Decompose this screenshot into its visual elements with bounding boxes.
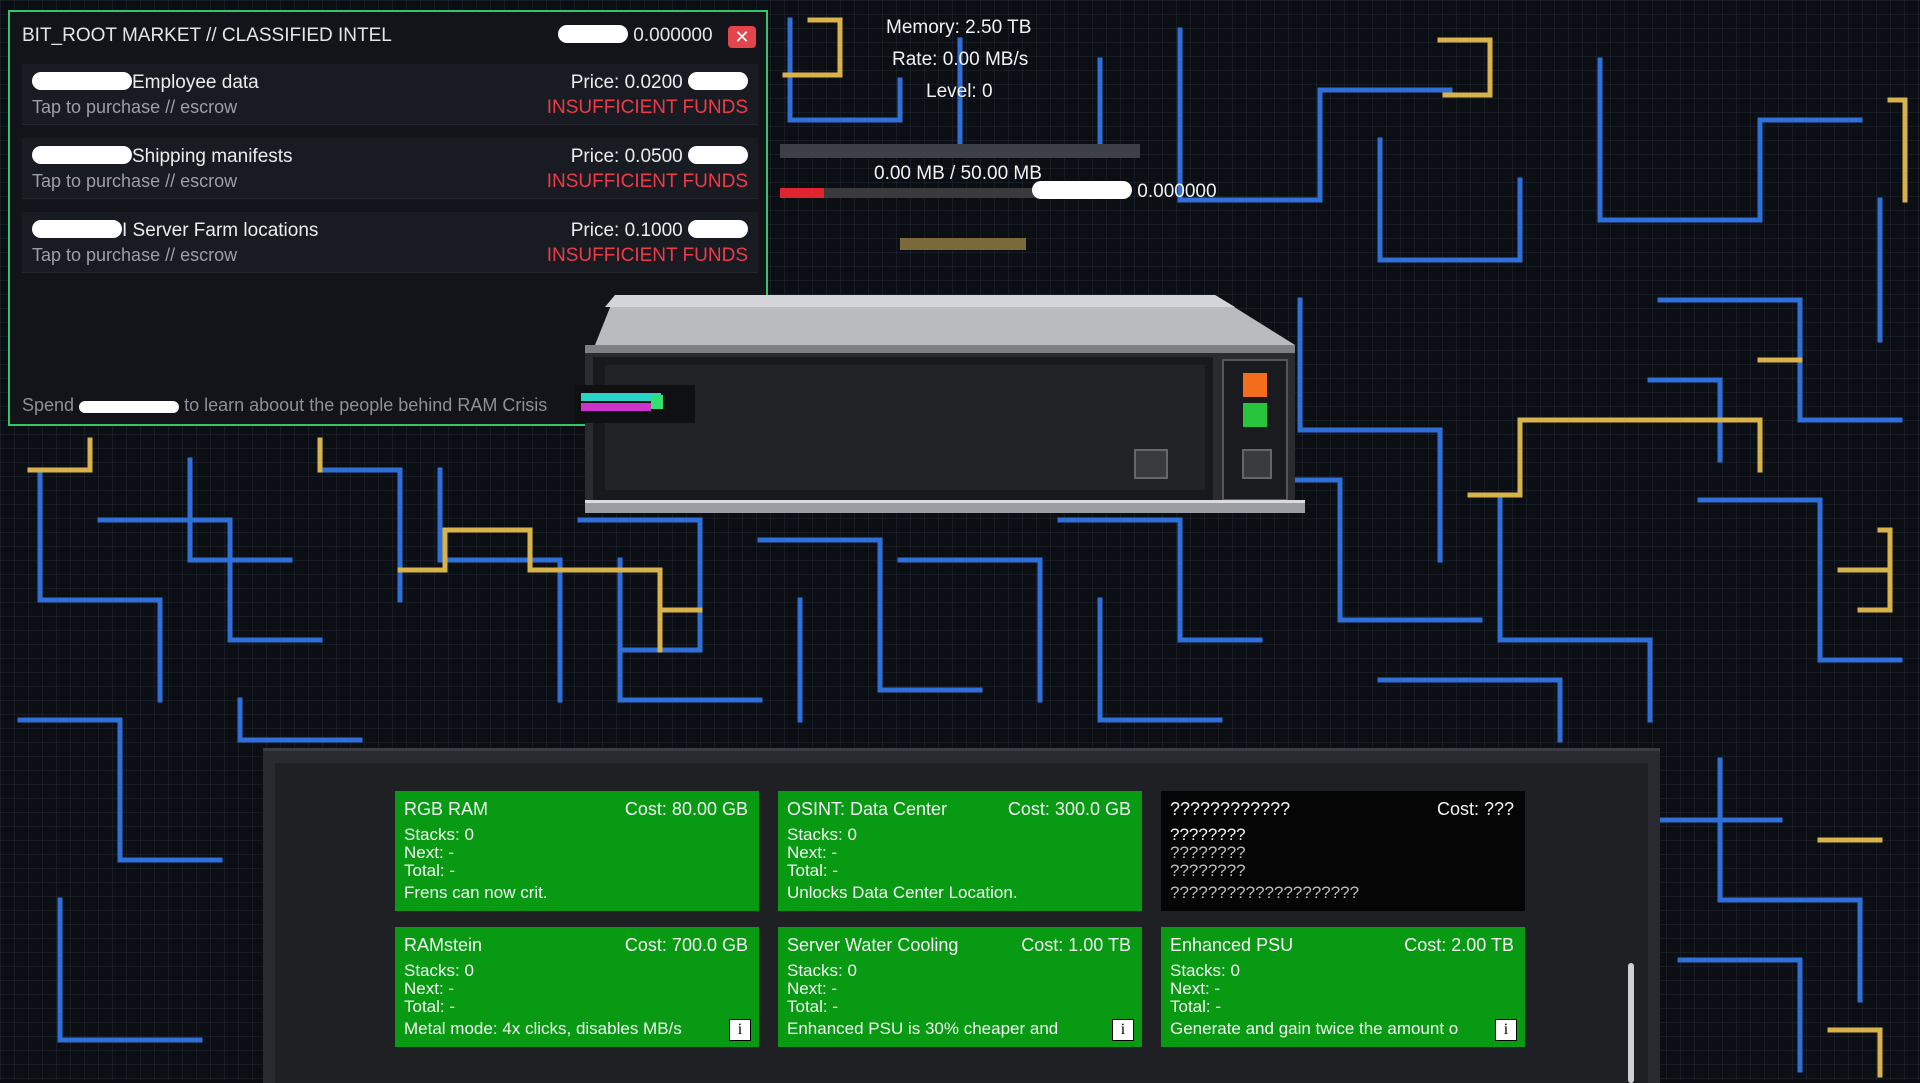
upgrade-cost: Cost: 300.0 GB: [1007, 799, 1131, 819]
upgrade-card-rgb-ram[interactable]: RGB RAM Cost: 80.00 GB Stacks: 0 Next: -…: [395, 791, 759, 911]
offer-employee-data[interactable]: Employee data Tap to purchase // escrow …: [22, 64, 758, 125]
upgrade-title: RAMstein: [404, 935, 483, 955]
insufficient-funds-label: INSUFFICIENT FUNDS: [546, 171, 748, 192]
close-button[interactable]: ✕: [728, 26, 756, 48]
upgrade-stacks: Stacks: 0: [787, 825, 857, 844]
offer-price: Price: 0.0200: [571, 72, 748, 94]
upgrade-next: Next: -: [787, 979, 838, 998]
upgrade-description: ????????????????????: [1170, 883, 1360, 902]
market-footer: Spend to learn aboout the people behind …: [22, 395, 548, 415]
secondary-progress-bar: [780, 188, 1120, 198]
upgrade-title: Server Water Cooling: [787, 935, 959, 955]
upgrade-total: Total: -: [404, 997, 456, 1016]
offer-shipping-manifests[interactable]: Shipping manifests Tap to purchase // es…: [22, 138, 758, 199]
upgrade-description: Metal mode: 4x clicks, disables MB/s: [404, 1019, 682, 1038]
market-balance: 0.000000: [558, 25, 713, 47]
upgrade-stacks: ????????: [1170, 825, 1246, 844]
redacted-label: [79, 401, 180, 413]
offer-subtitle: Tap to purchase // escrow: [32, 171, 238, 191]
redacted-label: [688, 72, 748, 90]
upgrade-total: Total: -: [787, 997, 839, 1016]
server-rack[interactable]: [575, 295, 1305, 530]
market-balance-value: 0.000000: [633, 25, 713, 46]
redacted-label: [558, 25, 628, 43]
upgrade-total: Total: -: [787, 861, 839, 880]
info-icon[interactable]: i: [1495, 1019, 1517, 1041]
memory-progress-text: 0.00 MB / 50.00 MB: [874, 163, 1042, 184]
market-title: BIT_ROOT MARKET // CLASSIFIED INTEL: [22, 25, 392, 46]
offer-subtitle: Tap to purchase // escrow: [32, 97, 238, 117]
upgrade-stacks: Stacks: 0: [787, 961, 857, 980]
memory-progress-bar: [780, 144, 1140, 158]
offer-subtitle: Tap to purchase // escrow: [32, 245, 238, 265]
upgrade-total: ????????: [1170, 861, 1246, 880]
upgrade-title: Enhanced PSU: [1170, 935, 1294, 955]
upgrade-next: Next: -: [404, 843, 455, 862]
upgrade-description: Enhanced PSU is 30% cheaper and: [787, 1019, 1059, 1038]
offer-name: I Server Farm locations: [32, 220, 318, 242]
redacted-label: [32, 220, 122, 238]
upgrade-card-ramstein[interactable]: RAMstein Cost: 700.0 GB Stacks: 0 Next: …: [395, 927, 759, 1047]
upgrade-total: Total: -: [1170, 997, 1222, 1016]
redacted-label: [688, 220, 748, 238]
offer-server-farm-locations[interactable]: I Server Farm locations Tap to purchase …: [22, 212, 758, 273]
redacted-label: [32, 72, 132, 90]
upgrade-description: Generate and gain twice the amount o: [1170, 1019, 1459, 1038]
upgrade-card-enhanced-psu[interactable]: Enhanced PSU Cost: 2.00 TB Stacks: 0 Nex…: [1161, 927, 1525, 1047]
redacted-label: [1032, 181, 1132, 199]
upgrade-next: Next: -: [1170, 979, 1221, 998]
upgrade-card-server-water-cooling[interactable]: Server Water Cooling Cost: 1.00 TB Stack…: [778, 927, 1142, 1047]
offer-price: Price: 0.1000: [571, 220, 748, 242]
upgrade-cost: Cost: ???: [1436, 799, 1514, 819]
upgrade-cost: Cost: 2.00 TB: [1404, 935, 1514, 955]
insufficient-funds-label: INSUFFICIENT FUNDS: [546, 245, 748, 266]
secondary-progress-fill: [780, 188, 825, 198]
upgrade-stacks: Stacks: 0: [404, 825, 474, 844]
info-icon[interactable]: i: [1112, 1019, 1134, 1041]
upgrade-total: Total: -: [404, 861, 456, 880]
redacted-label: [32, 146, 132, 164]
upgrade-card-locked[interactable]: ???????????? Cost: ??? ???????? ????????…: [1161, 791, 1525, 911]
level-stat: Level: 0: [926, 81, 993, 102]
upgrade-shop: RGB RAM Cost: 80.00 GB Stacks: 0 Next: -…: [263, 748, 1660, 1083]
rate-stat: Rate: 0.00 MB/s: [892, 49, 1029, 70]
upgrade-title: ????????????: [1170, 799, 1291, 819]
upgrade-title: OSINT: Data Center: [787, 799, 948, 819]
memory-stat: Memory: 2.50 TB: [886, 17, 1032, 38]
upgrade-next: ????????: [1170, 843, 1246, 862]
upgrade-shop-grid: RGB RAM Cost: 80.00 GB Stacks: 0 Next: -…: [275, 763, 1648, 1083]
close-icon: ✕: [734, 27, 750, 47]
scrollbar[interactable]: [1628, 963, 1634, 1083]
upgrade-cost: Cost: 80.00 GB: [624, 799, 748, 819]
offer-name: Employee data: [32, 72, 259, 94]
upgrade-next: Next: -: [404, 979, 455, 998]
upgrade-cost: Cost: 1.00 TB: [1021, 935, 1131, 955]
upgrade-next: Next: -: [787, 843, 838, 862]
info-icon[interactable]: i: [729, 1019, 751, 1041]
offer-price: Price: 0.0500: [571, 146, 748, 168]
server-icon: [575, 295, 1305, 513]
upgrade-title: RGB RAM: [404, 799, 489, 819]
offer-name: Shipping manifests: [32, 146, 293, 168]
upgrade-stacks: Stacks: 0: [1170, 961, 1240, 980]
insufficient-funds-label: INSUFFICIENT FUNDS: [546, 97, 748, 118]
upgrade-card-osint-data-center[interactable]: OSINT: Data Center Cost: 300.0 GB Stacks…: [778, 791, 1142, 911]
upgrade-description: Unlocks Data Center Location.: [787, 883, 1018, 902]
upgrade-description: Frens can now crit.: [404, 883, 548, 902]
circuit-trace-segment: [900, 238, 1026, 250]
upgrade-stacks: Stacks: 0: [404, 961, 474, 980]
secondary-value: 0.000000: [1032, 181, 1217, 203]
upgrade-cost: Cost: 700.0 GB: [624, 935, 748, 955]
redacted-label: [688, 146, 748, 164]
